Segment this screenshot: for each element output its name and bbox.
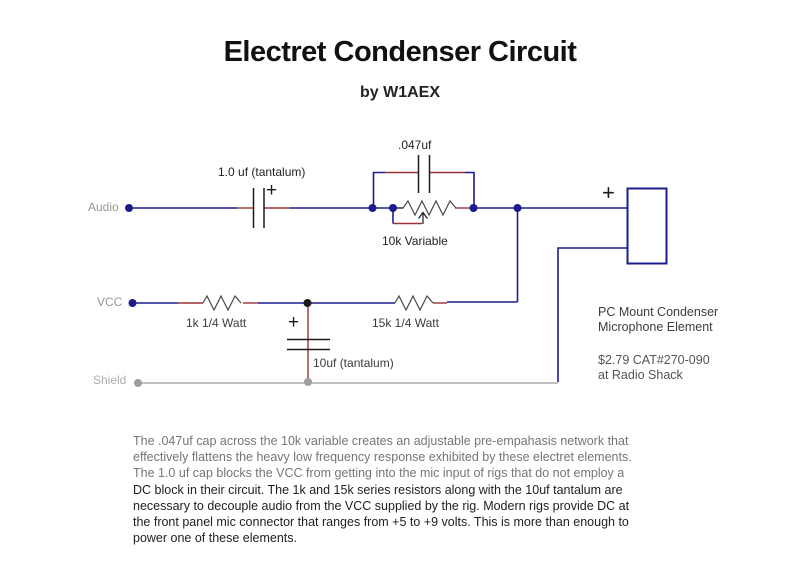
page-title: Electret Condenser Circuit [223, 36, 577, 68]
junction-dot [469, 204, 478, 212]
resistor-1k-symbol [202, 294, 242, 312]
vcc-terminal-dot [128, 299, 137, 307]
label-decoupling-cap: 10uf (tantalum) [313, 356, 394, 370]
plus-mark-decoupling-cap: + [288, 312, 300, 333]
shield-terminal-dot [134, 379, 142, 387]
label-input-cap: 1.0 uf (tantalum) [218, 165, 306, 179]
wire-layer-red [178, 171, 471, 381]
audio-terminal-dot [125, 204, 133, 212]
label-potentiometer: 10k Variable [382, 234, 448, 248]
description-paragraph: The .047uf cap across the 10k variable c… [133, 433, 800, 546]
capacitor-symbols [252, 155, 431, 351]
wiper-arrow-head [418, 211, 428, 219]
mic-description: PC Mount Condenser Microphone Element [598, 305, 719, 334]
shield-junction-dot [304, 378, 312, 386]
plus-mark-input-cap: + [266, 180, 278, 201]
label-resistor-15k: 15k 1/4 Watt [372, 316, 439, 330]
label-shield-terminal: Shield [93, 373, 127, 387]
description-part2: DC block in their circuit. The 1k and 15… [133, 482, 630, 546]
wire-mic-ground [557, 247, 627, 382]
label-resistor-1k: 1k 1/4 Watt [186, 316, 247, 330]
junction-dots-blue [125, 204, 522, 307]
label-audio-terminal: Audio [88, 200, 119, 214]
junction-dot [513, 204, 522, 212]
junction-dot [389, 204, 397, 212]
junction-dot-dark [303, 299, 312, 307]
wire-bypass-left [372, 171, 385, 209]
label-vcc-terminal: VCC [97, 295, 123, 309]
wire-bypass-right [465, 171, 475, 209]
plus-mark-mic: + [602, 180, 615, 205]
junction-dot [368, 204, 377, 212]
junction-dots-gray [134, 378, 312, 387]
label-preemphasis-cap: .047uf [398, 138, 432, 152]
description-part1: The .047uf cap across the 10k variable c… [133, 434, 632, 481]
mic-element-body [626, 187, 668, 265]
resistor-15k-symbol [394, 294, 434, 312]
potentiometer-10k-symbol [393, 199, 457, 217]
resistor-symbols [202, 199, 457, 312]
mic-price: $2.79 CAT#270-090 at Radio Shack [598, 353, 710, 382]
byline: by W1AEX [359, 84, 440, 101]
wiper-arrow [418, 211, 428, 224]
wire-layer-blue [133, 171, 627, 382]
